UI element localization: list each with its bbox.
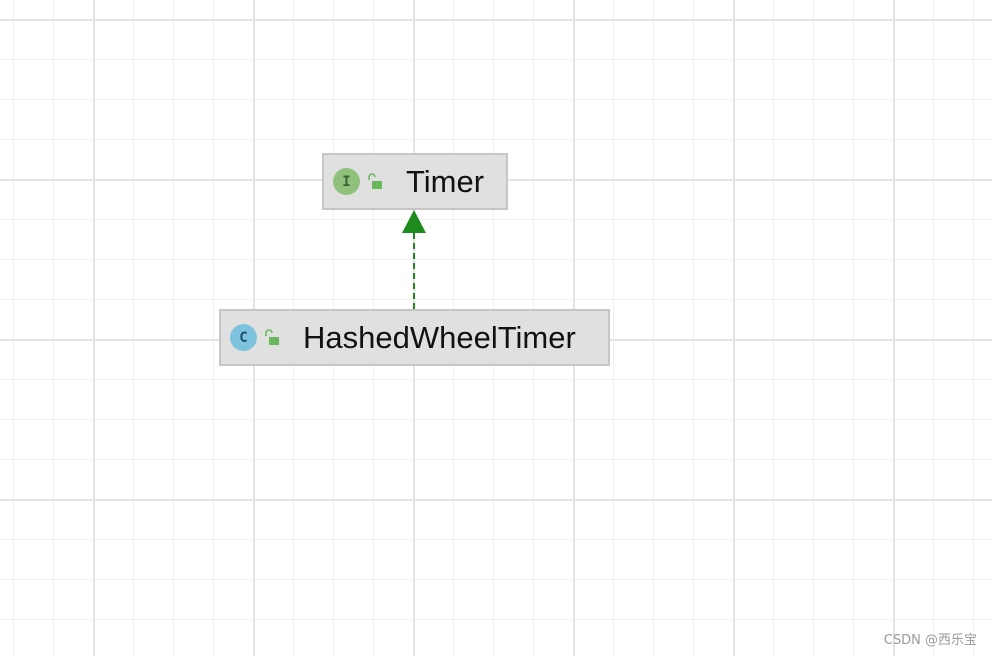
hashed-wheel-timer-label: HashedWheelTimer — [303, 319, 576, 355]
public-lock-icon — [265, 328, 279, 345]
hashed-wheel-timer-class-node[interactable]: C HashedWheelTimer — [219, 309, 610, 366]
timer-interface-node[interactable]: I Timer — [322, 153, 508, 210]
class-badge-icon: C — [230, 324, 257, 351]
public-lock-icon — [368, 172, 382, 189]
interface-badge-icon: I — [333, 168, 360, 195]
implements-arrowhead — [402, 210, 426, 233]
watermark: CSDN @西乐宝 — [883, 633, 977, 648]
timer-label: Timer — [406, 163, 485, 199]
